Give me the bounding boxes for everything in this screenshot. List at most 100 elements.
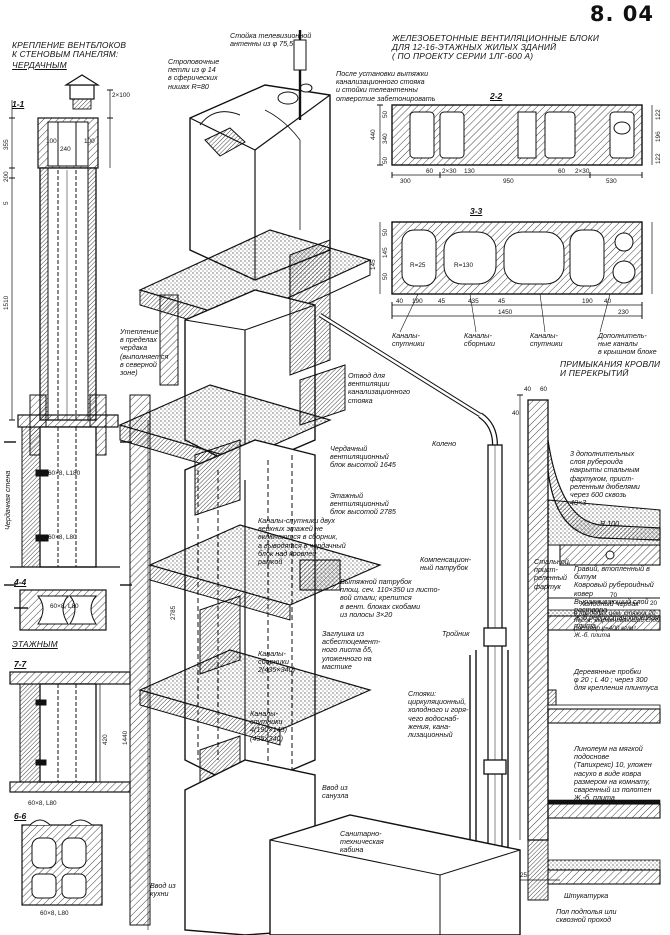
dim-b45b: 45 bbox=[498, 298, 506, 305]
dim-w60b: 60 bbox=[558, 168, 566, 175]
dim-200: 200 bbox=[3, 171, 10, 182]
dim-j20: 20 bbox=[650, 600, 658, 607]
section-label-6-6: 6-6 bbox=[14, 811, 27, 821]
dim-j60: 60 bbox=[540, 386, 548, 393]
section-4-4-drawing bbox=[14, 589, 107, 631]
dim-w950: 950 bbox=[503, 178, 514, 185]
dim-w2x30: 2×30 bbox=[442, 168, 457, 175]
section-6-6-drawing bbox=[21, 819, 103, 906]
label-sanitary-cabin: Санитарно- техническая кабина bbox=[340, 829, 384, 855]
dim-60x8-b: 60×8, L80 bbox=[48, 534, 77, 541]
dim-2785: 2785 bbox=[170, 605, 177, 620]
dim-h440: 440 bbox=[370, 129, 377, 140]
label-after-install: После установки вытяжки канализационного… bbox=[336, 69, 436, 103]
section-label-3-3: 3-3 bbox=[470, 206, 483, 216]
label-floor-block: Этажный вентиляционный блок высотой 2785 bbox=[330, 491, 396, 517]
dim-420: 420 bbox=[102, 734, 109, 745]
dim-2x100: 2×100 bbox=[112, 92, 130, 99]
dim-100a: 100 bbox=[46, 138, 57, 145]
dim-j70: 70 bbox=[610, 592, 618, 599]
section-label-2-2: 2-2 bbox=[490, 91, 503, 101]
dim-r25: R=25 bbox=[410, 262, 426, 269]
label-antenna: Стойка телевизионной антенны из φ 75,5 bbox=[230, 31, 312, 49]
label-apron: Стальной, прист- реленный фартук bbox=[534, 557, 571, 591]
label-branch: Отвод для вентиляции канализационного ст… bbox=[348, 371, 411, 405]
dim-100b: 100 bbox=[84, 138, 95, 145]
label-extra-channels: Дополнитель- ные каналы в крышном блоке bbox=[598, 331, 657, 357]
label-channels-satellite-a: Каналы- спутники bbox=[392, 331, 425, 349]
dim-h122b: 122 bbox=[655, 153, 662, 164]
dim-b50b: 50 bbox=[382, 272, 389, 280]
label-comp-pipe: Компенсацион- ный патрубок bbox=[420, 555, 472, 573]
label-channels-sat4: Каналы- спутники 4(190×145) (435×340) bbox=[250, 709, 287, 743]
label-exhaust-pipe: Вытяжной патрубок площ. сеч. 110×350 из … bbox=[340, 577, 440, 619]
label-risers: Стояки: циркуляционный, холодного и горя… bbox=[408, 689, 469, 740]
label-sling: Строповочные петли из φ 14 в сферических… bbox=[168, 57, 220, 91]
label-gravel: Гравий, втопленный в битум Ковровый рубе… bbox=[574, 564, 659, 631]
dim-b40b: 40 bbox=[604, 298, 612, 305]
dim-1510: 1510 bbox=[3, 295, 10, 310]
right-title: ЖЕЛЕЗОБЕТОННЫЕ ВЕНТИЛЯЦИОННЫЕ БЛОКИ ДЛЯ … bbox=[392, 33, 600, 62]
label-plaster: Штукатурка bbox=[564, 891, 609, 900]
dim-h122: 122 bbox=[655, 109, 662, 120]
central-isometric-drawing bbox=[118, 30, 521, 935]
label-wood-plug: Деревянные пробки φ 20 ; L 40 ; через 30… bbox=[574, 667, 659, 693]
dim-b40: 40 bbox=[396, 298, 404, 305]
dim-h340: 340 bbox=[382, 133, 389, 144]
label-cold-attic-layers: в пределах цем. стяжка 20 песок, выравни… bbox=[574, 610, 660, 640]
sheet-number: 8. 04 bbox=[589, 2, 654, 26]
dim-355: 355 bbox=[3, 139, 10, 150]
section-3-3-drawing bbox=[379, 221, 653, 333]
label-attic-wall: Чердачная стена bbox=[3, 470, 12, 530]
dim-b145: 145 bbox=[382, 247, 389, 258]
label-roof-slab-radius: R 100 bbox=[600, 519, 620, 528]
section-1-1-drawing bbox=[4, 74, 132, 586]
label-linoleum: Линолеум на мягкой подоснове (Тапихрекс)… bbox=[574, 744, 652, 803]
dim-5a: 5 bbox=[3, 201, 10, 205]
label-channels-collectors: Каналы- сборники 2(435×340) bbox=[258, 649, 295, 675]
dim-w130: 130 bbox=[464, 168, 475, 175]
section-label-7-7: 7-7 bbox=[14, 659, 27, 669]
dim-w300: 300 bbox=[400, 178, 411, 185]
section-7-7-drawing bbox=[9, 671, 131, 793]
dim-b190: 190 bbox=[412, 298, 423, 305]
dim-b145b: 145 bbox=[370, 259, 377, 270]
label-bath-in: Ввод из санузла bbox=[322, 783, 349, 801]
dim-b45: 45 bbox=[438, 298, 446, 305]
label-elbow: Колено bbox=[432, 439, 457, 448]
dim-60x8-c: 60×8, L80 bbox=[50, 603, 79, 610]
floor-title: ЭТАЖНЫМ bbox=[12, 639, 58, 649]
dim-h50: 50 bbox=[382, 110, 389, 118]
dim-r130: R=130 bbox=[454, 262, 474, 269]
dim-b230: 230 bbox=[618, 309, 629, 316]
roof-junction-detail bbox=[517, 394, 661, 901]
section-2-2-drawing bbox=[377, 104, 653, 178]
junction-title: ПРИМЫКАНИЯ КРОВЛИ И ПЕРЕКРЫТИЙ bbox=[560, 359, 661, 379]
label-kitchen-in: Ввод из кухни bbox=[150, 881, 176, 899]
dim-h50b: 50 bbox=[382, 156, 389, 164]
label-underfloor: Пол подполья или сквозной проход bbox=[556, 907, 617, 925]
dim-j40b: 40 bbox=[512, 410, 520, 417]
dim-b1450: 1450 bbox=[498, 309, 513, 316]
label-tee: Тройник bbox=[442, 629, 470, 638]
dim-60x8-l80: 60×8, L80 bbox=[28, 800, 57, 807]
left-subtitle: ЧЕРДАЧНЫМ bbox=[12, 60, 67, 70]
dim-j25: 25 bbox=[520, 872, 528, 879]
dim-h196: 196 bbox=[655, 131, 662, 142]
dim-w530: 530 bbox=[606, 178, 617, 185]
section-label-4-4: 4-4 bbox=[14, 577, 27, 587]
dim-60x8-a: 60×8, L180 bbox=[48, 470, 81, 477]
label-plug: Заглушка из асбестоцемент- ного листа δ5… bbox=[322, 629, 381, 671]
label-cold-attic: Холодный чердак bbox=[580, 599, 639, 608]
label-insulation: Утепление в пределах чердака (выполняетс… bbox=[120, 327, 169, 378]
dim-1440: 1440 bbox=[122, 730, 129, 745]
left-title: КРЕПЛЕНИЕ ВЕНТБЛОКОВ К СТЕНОВЫМ ПАНЕЛЯМ: bbox=[12, 40, 127, 60]
section-label-1-1: 1-1 bbox=[12, 99, 25, 109]
label-roof-layers: 3 дополнительных слоя рубероида накрыты … bbox=[570, 449, 640, 508]
dim-b435: 435 bbox=[468, 298, 479, 305]
label-channels-satellite-b: Каналы- спутники bbox=[530, 331, 563, 349]
dim-b190b: 190 bbox=[582, 298, 593, 305]
dim-60x8-bottom: 60×8, L80 bbox=[40, 910, 69, 917]
